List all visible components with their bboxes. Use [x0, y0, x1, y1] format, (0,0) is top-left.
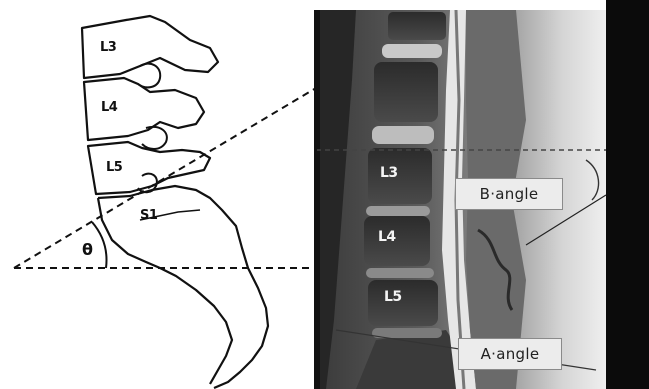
mri-disc-l4-l5: [366, 268, 434, 278]
mri-body-l4: [364, 216, 430, 266]
sketch-label-l5: L5: [106, 160, 122, 175]
angle-arc: [92, 222, 106, 268]
mri-label-l4: L4: [378, 229, 396, 245]
mri-disc-l1-l2: [382, 44, 442, 58]
mri-body-l5: [368, 280, 438, 326]
mri-top-white-margin: [316, 0, 606, 10]
b-angle-callout: B·angle: [455, 178, 563, 210]
mri-body-l3: [368, 148, 432, 204]
sacrum-outline: [98, 186, 268, 388]
a-angle-callout: A·angle: [458, 338, 562, 370]
angle-theta-symbol: θ: [82, 240, 93, 259]
mri-body-l2: [374, 62, 438, 122]
mri-disc-l5-s1: [372, 328, 442, 338]
l3-facet: [138, 64, 160, 88]
sacrum-anterior-edge: [98, 198, 232, 384]
panel-divider: [314, 10, 317, 389]
sketch-label-l4: L4: [101, 100, 117, 115]
mri-label-l5: L5: [384, 289, 402, 305]
mri-label-l3: L3: [380, 165, 398, 181]
mri-body-l1: [388, 12, 446, 40]
mri-disc-l3-l4: [366, 206, 430, 216]
mri-right-black-band: [606, 0, 649, 389]
sacral-slope-line: [14, 88, 316, 268]
sketch-label-s1: S1: [140, 208, 157, 223]
mri-disc-l2-l3: [372, 126, 434, 144]
sketch-label-l3: L3: [100, 40, 116, 55]
